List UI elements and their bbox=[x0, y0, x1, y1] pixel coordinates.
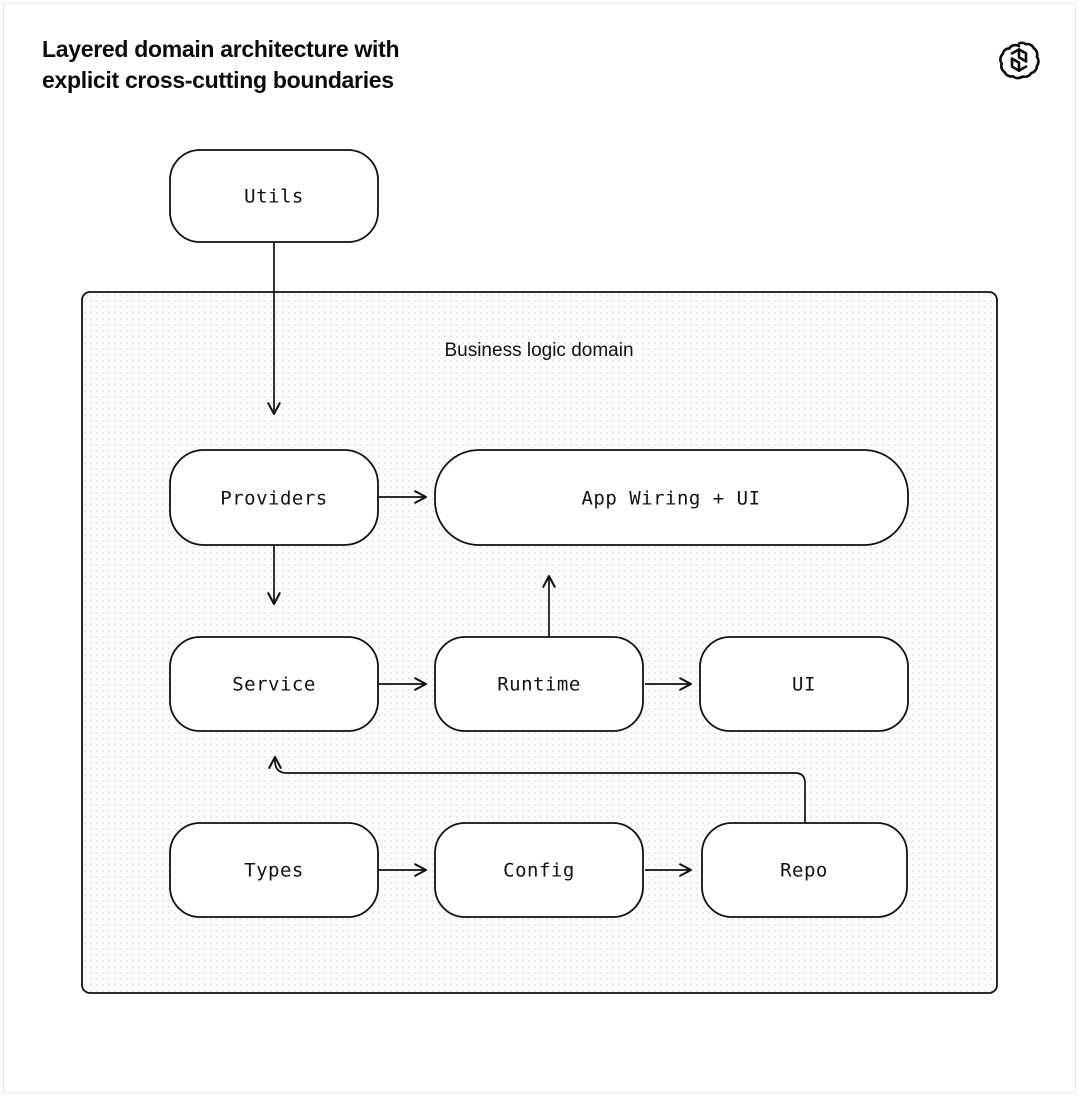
node-providers[interactable]: Providers bbox=[169, 449, 379, 546]
node-providers-label: Providers bbox=[220, 488, 327, 510]
node-app-wiring-ui-label: App Wiring + UI bbox=[581, 488, 760, 510]
node-types-shape bbox=[169, 822, 379, 918]
node-service-label: Service bbox=[232, 674, 316, 696]
node-repo[interactable]: Repo bbox=[701, 822, 908, 918]
node-app-wiring-ui-shape bbox=[434, 449, 909, 546]
page-title: Layered domain architecture with explici… bbox=[42, 36, 400, 93]
node-runtime-shape bbox=[434, 636, 644, 732]
openai-logo-icon bbox=[995, 36, 1043, 84]
node-service[interactable]: Service bbox=[169, 636, 379, 732]
edge-repo-to-service bbox=[268, 755, 806, 823]
node-app-wiring-ui[interactable]: App Wiring + UI bbox=[434, 449, 909, 546]
domain-label: Business logic domain bbox=[444, 340, 633, 361]
node-utils[interactable]: Utils bbox=[169, 149, 379, 243]
node-runtime[interactable]: Runtime bbox=[434, 636, 644, 732]
node-repo-label: Repo bbox=[780, 860, 828, 882]
node-utils-label: Utils bbox=[244, 186, 304, 208]
node-repo-shape bbox=[701, 822, 908, 918]
node-config[interactable]: Config bbox=[434, 822, 644, 918]
node-types[interactable]: Types bbox=[169, 822, 379, 918]
node-ui[interactable]: UI bbox=[699, 636, 909, 732]
node-config-label: Config bbox=[503, 860, 575, 882]
node-types-label: Types bbox=[244, 860, 304, 882]
node-runtime-label: Runtime bbox=[497, 674, 581, 696]
node-providers-shape bbox=[169, 449, 379, 546]
node-config-shape bbox=[434, 822, 644, 918]
nodes-layer: Utils Providers App Wiring + UI Service … bbox=[169, 149, 909, 918]
node-ui-label: UI bbox=[792, 674, 816, 696]
edges-layer bbox=[267, 242, 806, 877]
node-ui-shape bbox=[699, 636, 909, 732]
node-utils-shape bbox=[169, 149, 379, 243]
node-service-shape bbox=[169, 636, 379, 732]
